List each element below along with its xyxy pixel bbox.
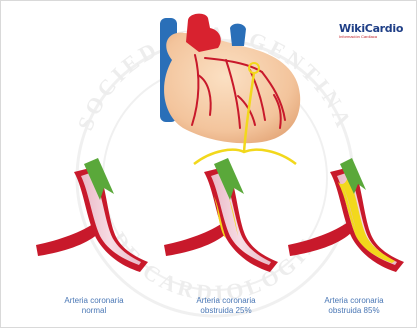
caption-line-2: normal xyxy=(34,306,154,316)
caption-obstructed-85: Arteria coronaria obstruida 85% xyxy=(294,296,414,316)
caption-line-1: Arteria coronaria xyxy=(34,296,154,306)
caption-line-2: obstruida 85% xyxy=(294,306,414,316)
caption-line-2: obstruida 25% xyxy=(166,306,286,316)
caption-line-1: Arteria coronaria xyxy=(166,296,286,306)
caption-normal: Arteria coronaria normal xyxy=(34,296,154,316)
caption-line-1: Arteria coronaria xyxy=(294,296,414,306)
artery-normal xyxy=(36,158,148,272)
caption-obstructed-25: Arteria coronaria obstruida 25% xyxy=(166,296,286,316)
callout-lines xyxy=(194,150,296,164)
artery-obstructed-25 xyxy=(164,158,278,272)
pulmonary-vessel xyxy=(230,24,246,46)
